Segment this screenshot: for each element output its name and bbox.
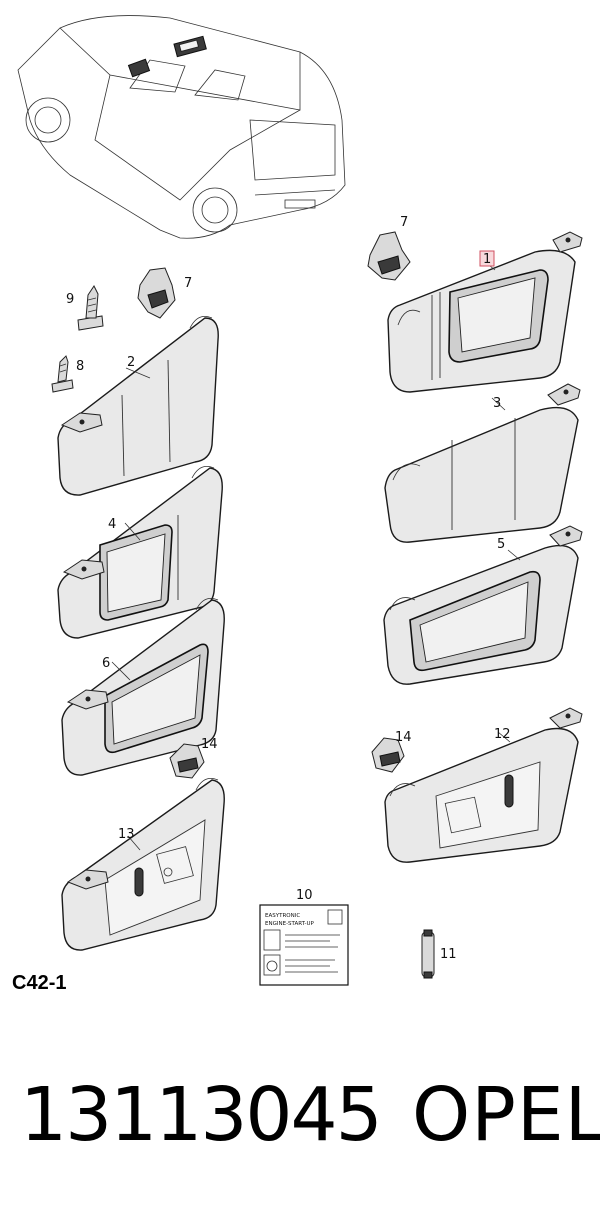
callout-7-right: 7 xyxy=(400,215,408,230)
sun-visor-13 xyxy=(61,777,225,951)
sticker-line-1: EASYTRONIC xyxy=(265,913,300,919)
callout-7-left: 7 xyxy=(184,276,192,291)
sun-visor-6 xyxy=(61,597,225,776)
sticker-line-2: ENGINE-START-UP xyxy=(265,921,315,927)
callout-5: 5 xyxy=(497,537,505,552)
sun-visor-12 xyxy=(384,707,583,863)
clip-14-right xyxy=(371,737,405,773)
brand-name: OPEL xyxy=(412,1072,600,1158)
callout-12: 12 xyxy=(494,727,511,742)
clip-7-right xyxy=(367,231,411,281)
callout-13: 13 xyxy=(118,827,135,842)
callout-10: 10 xyxy=(296,888,313,903)
sun-visor-3 xyxy=(384,383,581,543)
sun-visor-2 xyxy=(57,315,219,496)
callout-1: 1 xyxy=(483,252,491,267)
footer: 13113045 OPEL xyxy=(20,1070,600,1160)
label-sticker-10: EASYTRONIC ENGINE-START-UP xyxy=(259,904,349,986)
callout-2: 2 xyxy=(127,355,135,370)
callout-3: 3 xyxy=(493,396,501,411)
sun-visor-5 xyxy=(383,525,583,685)
callout-4: 4 xyxy=(108,517,116,532)
clip-7-left xyxy=(137,267,176,319)
callout-6: 6 xyxy=(102,656,110,671)
screw-8 xyxy=(51,355,74,393)
callout-14-left: 14 xyxy=(201,737,218,752)
callout-9: 9 xyxy=(66,292,74,307)
screw-9 xyxy=(77,285,104,331)
callout-8: 8 xyxy=(76,359,84,374)
part-number: 13113045 xyxy=(20,1072,383,1158)
callout-11: 11 xyxy=(440,947,457,962)
car-overview xyxy=(17,15,346,239)
callouts: 1 2 3 4 5 6 7 7 8 9 10 11 12 13 14 14 xyxy=(66,215,511,962)
callout-14-right: 14 xyxy=(395,730,412,745)
parts-diagram: EASYTRONIC ENGINE-START-UP 1 2 3 4 5 6 7… xyxy=(17,15,583,986)
bulb-11 xyxy=(421,929,435,979)
sun-visor-4 xyxy=(57,465,223,639)
diagram-code: C42-1 xyxy=(12,972,67,994)
highlight-box-1 xyxy=(479,250,495,267)
sun-visor-1 xyxy=(387,231,583,393)
clip-14-left xyxy=(169,743,205,779)
